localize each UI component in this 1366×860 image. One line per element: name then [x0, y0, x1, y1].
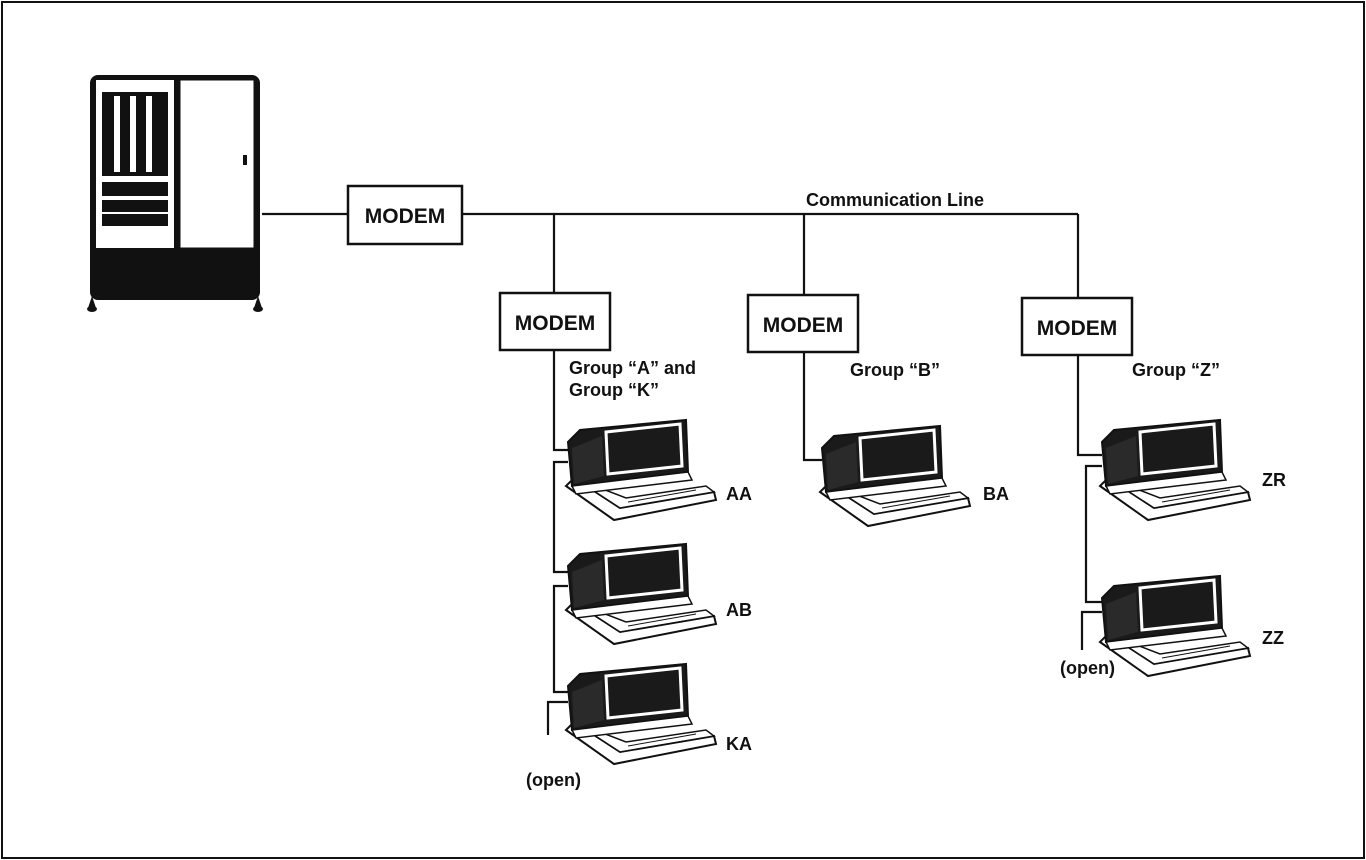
host-modem-label: MODEM: [365, 205, 446, 228]
terminal-zr-label: ZR: [1262, 470, 1286, 490]
host-modem: MODEM: [348, 186, 462, 244]
terminal-icon: [820, 426, 970, 526]
group-2: MODEM Group “B” BA: [748, 295, 1009, 526]
terminal-icon: [1100, 576, 1250, 676]
group-3-open-label: (open): [1060, 658, 1115, 678]
group-3-modem-label: MODEM: [1037, 317, 1118, 340]
group-3: MODEM Group “Z” ZR ZZ (open): [1022, 298, 1286, 678]
terminal-ka-label: KA: [726, 734, 752, 754]
group-3-bus-line: [1078, 355, 1102, 650]
group-2-bus-line: [804, 352, 822, 460]
group-2-label-line-1: Group “B”: [850, 360, 940, 380]
group-1-label-line-2: Group “K”: [569, 380, 659, 400]
mainframe-cabinet-icon: [87, 75, 263, 312]
terminal-ba-label: BA: [983, 484, 1009, 504]
group-1-label-line-1: Group “A” and: [569, 358, 696, 378]
communication-line-label: Communication Line: [806, 190, 984, 210]
terminal-icon: [1100, 420, 1250, 520]
terminal-aa-label: AA: [726, 484, 752, 504]
group-2-modem-label: MODEM: [763, 314, 844, 337]
terminal-zz-label: ZZ: [1262, 628, 1284, 648]
terminal-ab-label: AB: [726, 600, 752, 620]
terminal-icon: [566, 664, 716, 764]
group-1-modem-label: MODEM: [515, 312, 596, 335]
group-3-label-line-1: Group “Z”: [1132, 360, 1220, 380]
group-1-bus-line: [548, 350, 568, 735]
group-1: MODEM Group “A” and Group “K” AA AB KA (…: [500, 293, 752, 790]
terminal-icon: [566, 544, 716, 644]
group-1-open-label: (open): [526, 770, 581, 790]
terminal-icon: [566, 420, 716, 520]
